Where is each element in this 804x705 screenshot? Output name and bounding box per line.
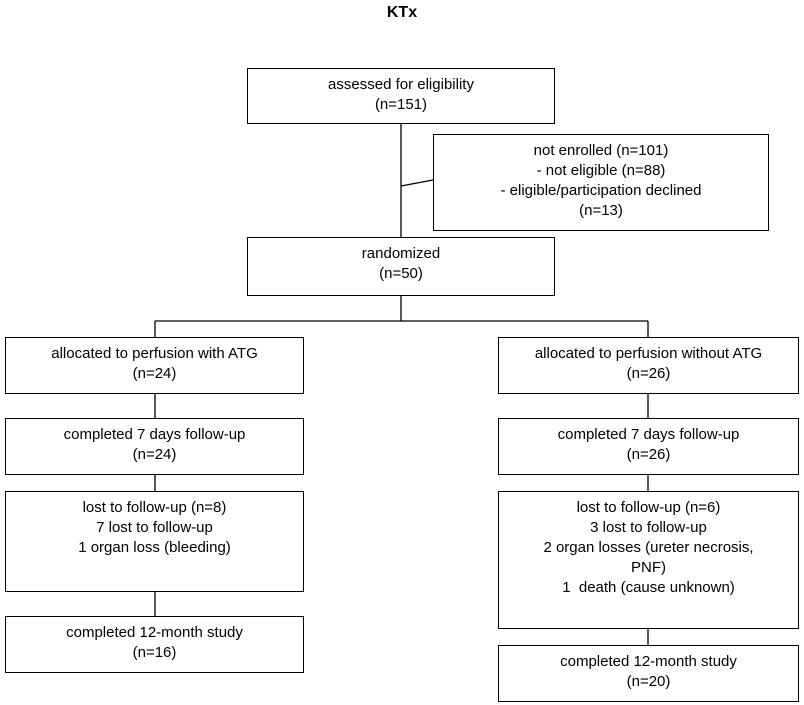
not-eligible-label: - not eligible (n=88) bbox=[536, 162, 666, 179]
right-allocated-label: allocated to perfusion without ATG bbox=[534, 345, 763, 362]
right-followup-label: completed 7 days follow-up bbox=[557, 426, 740, 443]
right-allocated-count: (n=26) bbox=[626, 365, 671, 382]
assessed-box: assessed for eligibility (n=151) bbox=[247, 68, 555, 124]
randomized-count: (n=50) bbox=[379, 265, 423, 282]
left-lost-label: lost to follow-up (n=8) bbox=[82, 499, 227, 516]
left-completed-box: completed 12-month study (n=16) bbox=[5, 616, 304, 673]
left-lost-box: lost to follow-up (n=8) 7 lost to follow… bbox=[5, 491, 304, 592]
right-organ-losses: 2 organ losses (ureter necrosis, bbox=[543, 539, 754, 556]
right-completed-box: completed 12-month study (n=20) bbox=[498, 645, 799, 702]
not-enrolled-label: not enrolled (n=101) bbox=[533, 142, 669, 159]
assessed-count: (n=151) bbox=[374, 96, 428, 113]
left-allocated-box: allocated to perfusion with ATG (n=24) bbox=[5, 337, 304, 394]
left-followup-count: (n=24) bbox=[132, 446, 177, 463]
left-followup-label: completed 7 days follow-up bbox=[63, 426, 246, 443]
left-lost-followup: 7 lost to follow-up bbox=[96, 519, 213, 536]
right-lost-label: lost to follow-up (n=6) bbox=[576, 499, 721, 516]
right-death: 1 death (cause unknown) bbox=[562, 579, 735, 596]
assessed-label: assessed for eligibility bbox=[328, 76, 474, 93]
diagram-title: KTx bbox=[386, 4, 418, 21]
not-enrolled-box: not enrolled (n=101) - not eligible (n=8… bbox=[433, 134, 769, 231]
left-completed-count: (n=16) bbox=[132, 644, 177, 661]
left-completed-label: completed 12-month study bbox=[66, 624, 243, 641]
right-followup-box: completed 7 days follow-up (n=26) bbox=[498, 418, 799, 475]
right-completed-count: (n=20) bbox=[626, 673, 671, 690]
right-lost-box: lost to follow-up (n=6) 3 lost to follow… bbox=[498, 491, 799, 629]
right-completed-label: completed 12-month study bbox=[560, 653, 737, 670]
declined-count: (n=13) bbox=[579, 202, 623, 219]
right-lost-followup: 3 lost to follow-up bbox=[590, 519, 707, 536]
declined-label: - eligible/participation declined bbox=[500, 182, 702, 199]
left-allocated-count: (n=24) bbox=[132, 365, 177, 382]
left-allocated-label: allocated to perfusion with ATG bbox=[51, 345, 258, 362]
randomized-label: randomized bbox=[361, 245, 441, 262]
right-organ-losses-cont: PNF) bbox=[631, 559, 666, 576]
left-followup-box: completed 7 days follow-up (n=24) bbox=[5, 418, 304, 475]
right-allocated-box: allocated to perfusion without ATG (n=26… bbox=[498, 337, 799, 394]
connector-to-not-enrolled bbox=[400, 179, 434, 187]
right-followup-count: (n=26) bbox=[626, 446, 671, 463]
randomized-box: randomized (n=50) bbox=[247, 237, 555, 296]
left-organ-loss: 1 organ loss (bleeding) bbox=[78, 539, 231, 556]
